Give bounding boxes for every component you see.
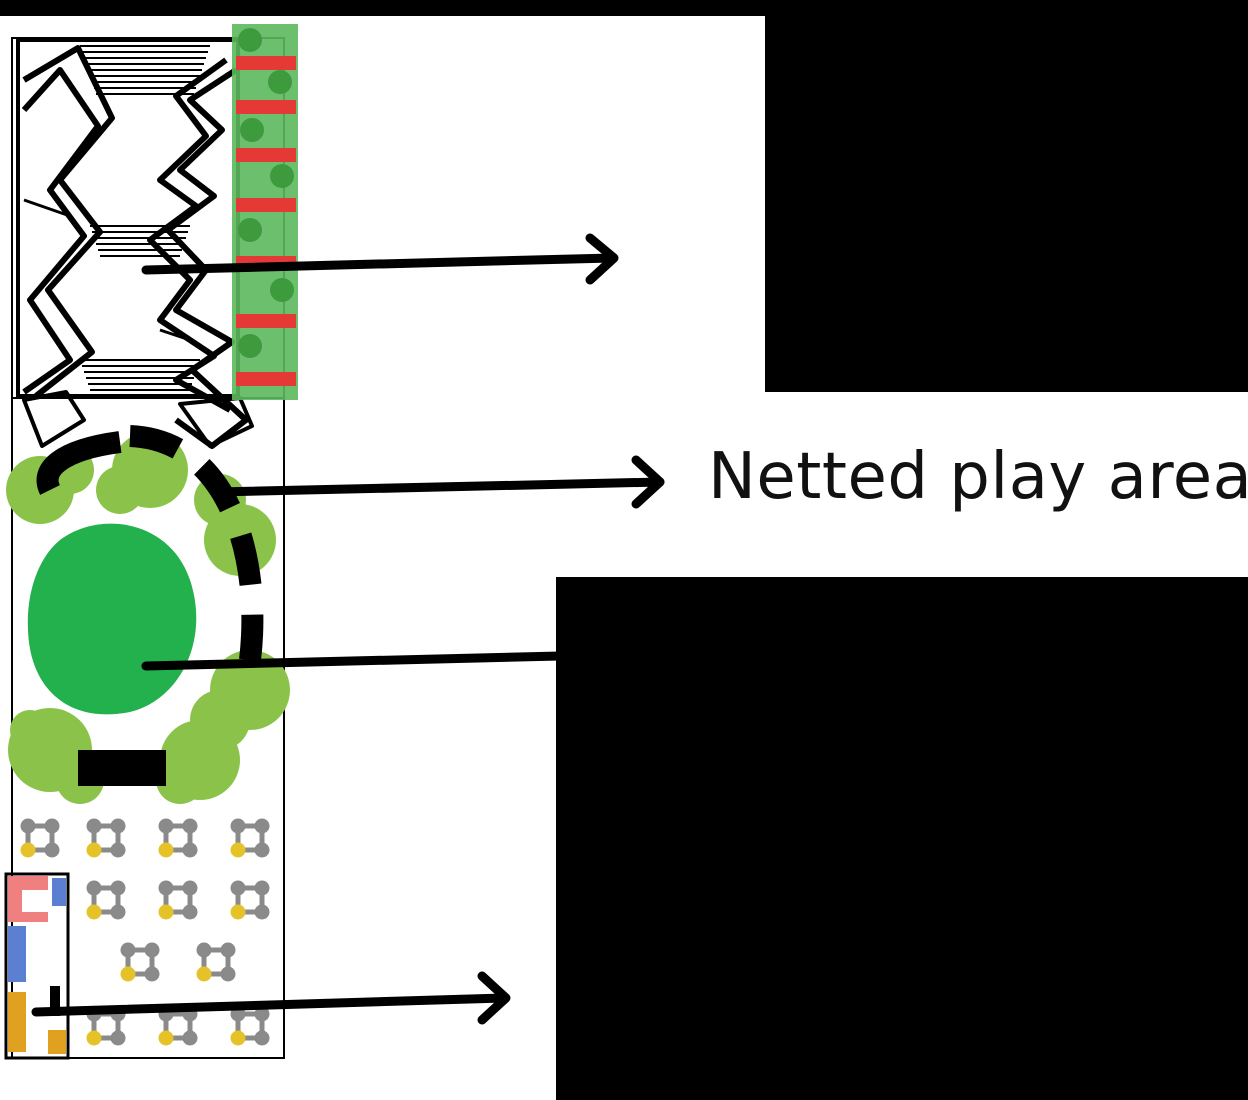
leader-arrows: [31, 233, 665, 1025]
top-border-line: [0, 0, 770, 16]
seating-tables: [20, 818, 270, 1046]
hedge-planting: [232, 24, 298, 400]
redacted-label-block: [765, 0, 1248, 392]
arrow-lawn: [141, 651, 565, 671]
kiosk-unit: [4, 872, 70, 1060]
arrow-netted-play-area: [213, 455, 665, 509]
netted-play-area-ring: [129, 425, 264, 662]
arrow-structure: [141, 233, 619, 285]
netted-play-area-label: Netted play area: [708, 440, 1248, 514]
play-area-edge: [78, 750, 166, 786]
arrow-kiosk: [31, 971, 511, 1025]
redacted-label-block: [556, 577, 1248, 1100]
climbing-structure: [16, 38, 254, 449]
lawn-area: [27, 523, 197, 715]
